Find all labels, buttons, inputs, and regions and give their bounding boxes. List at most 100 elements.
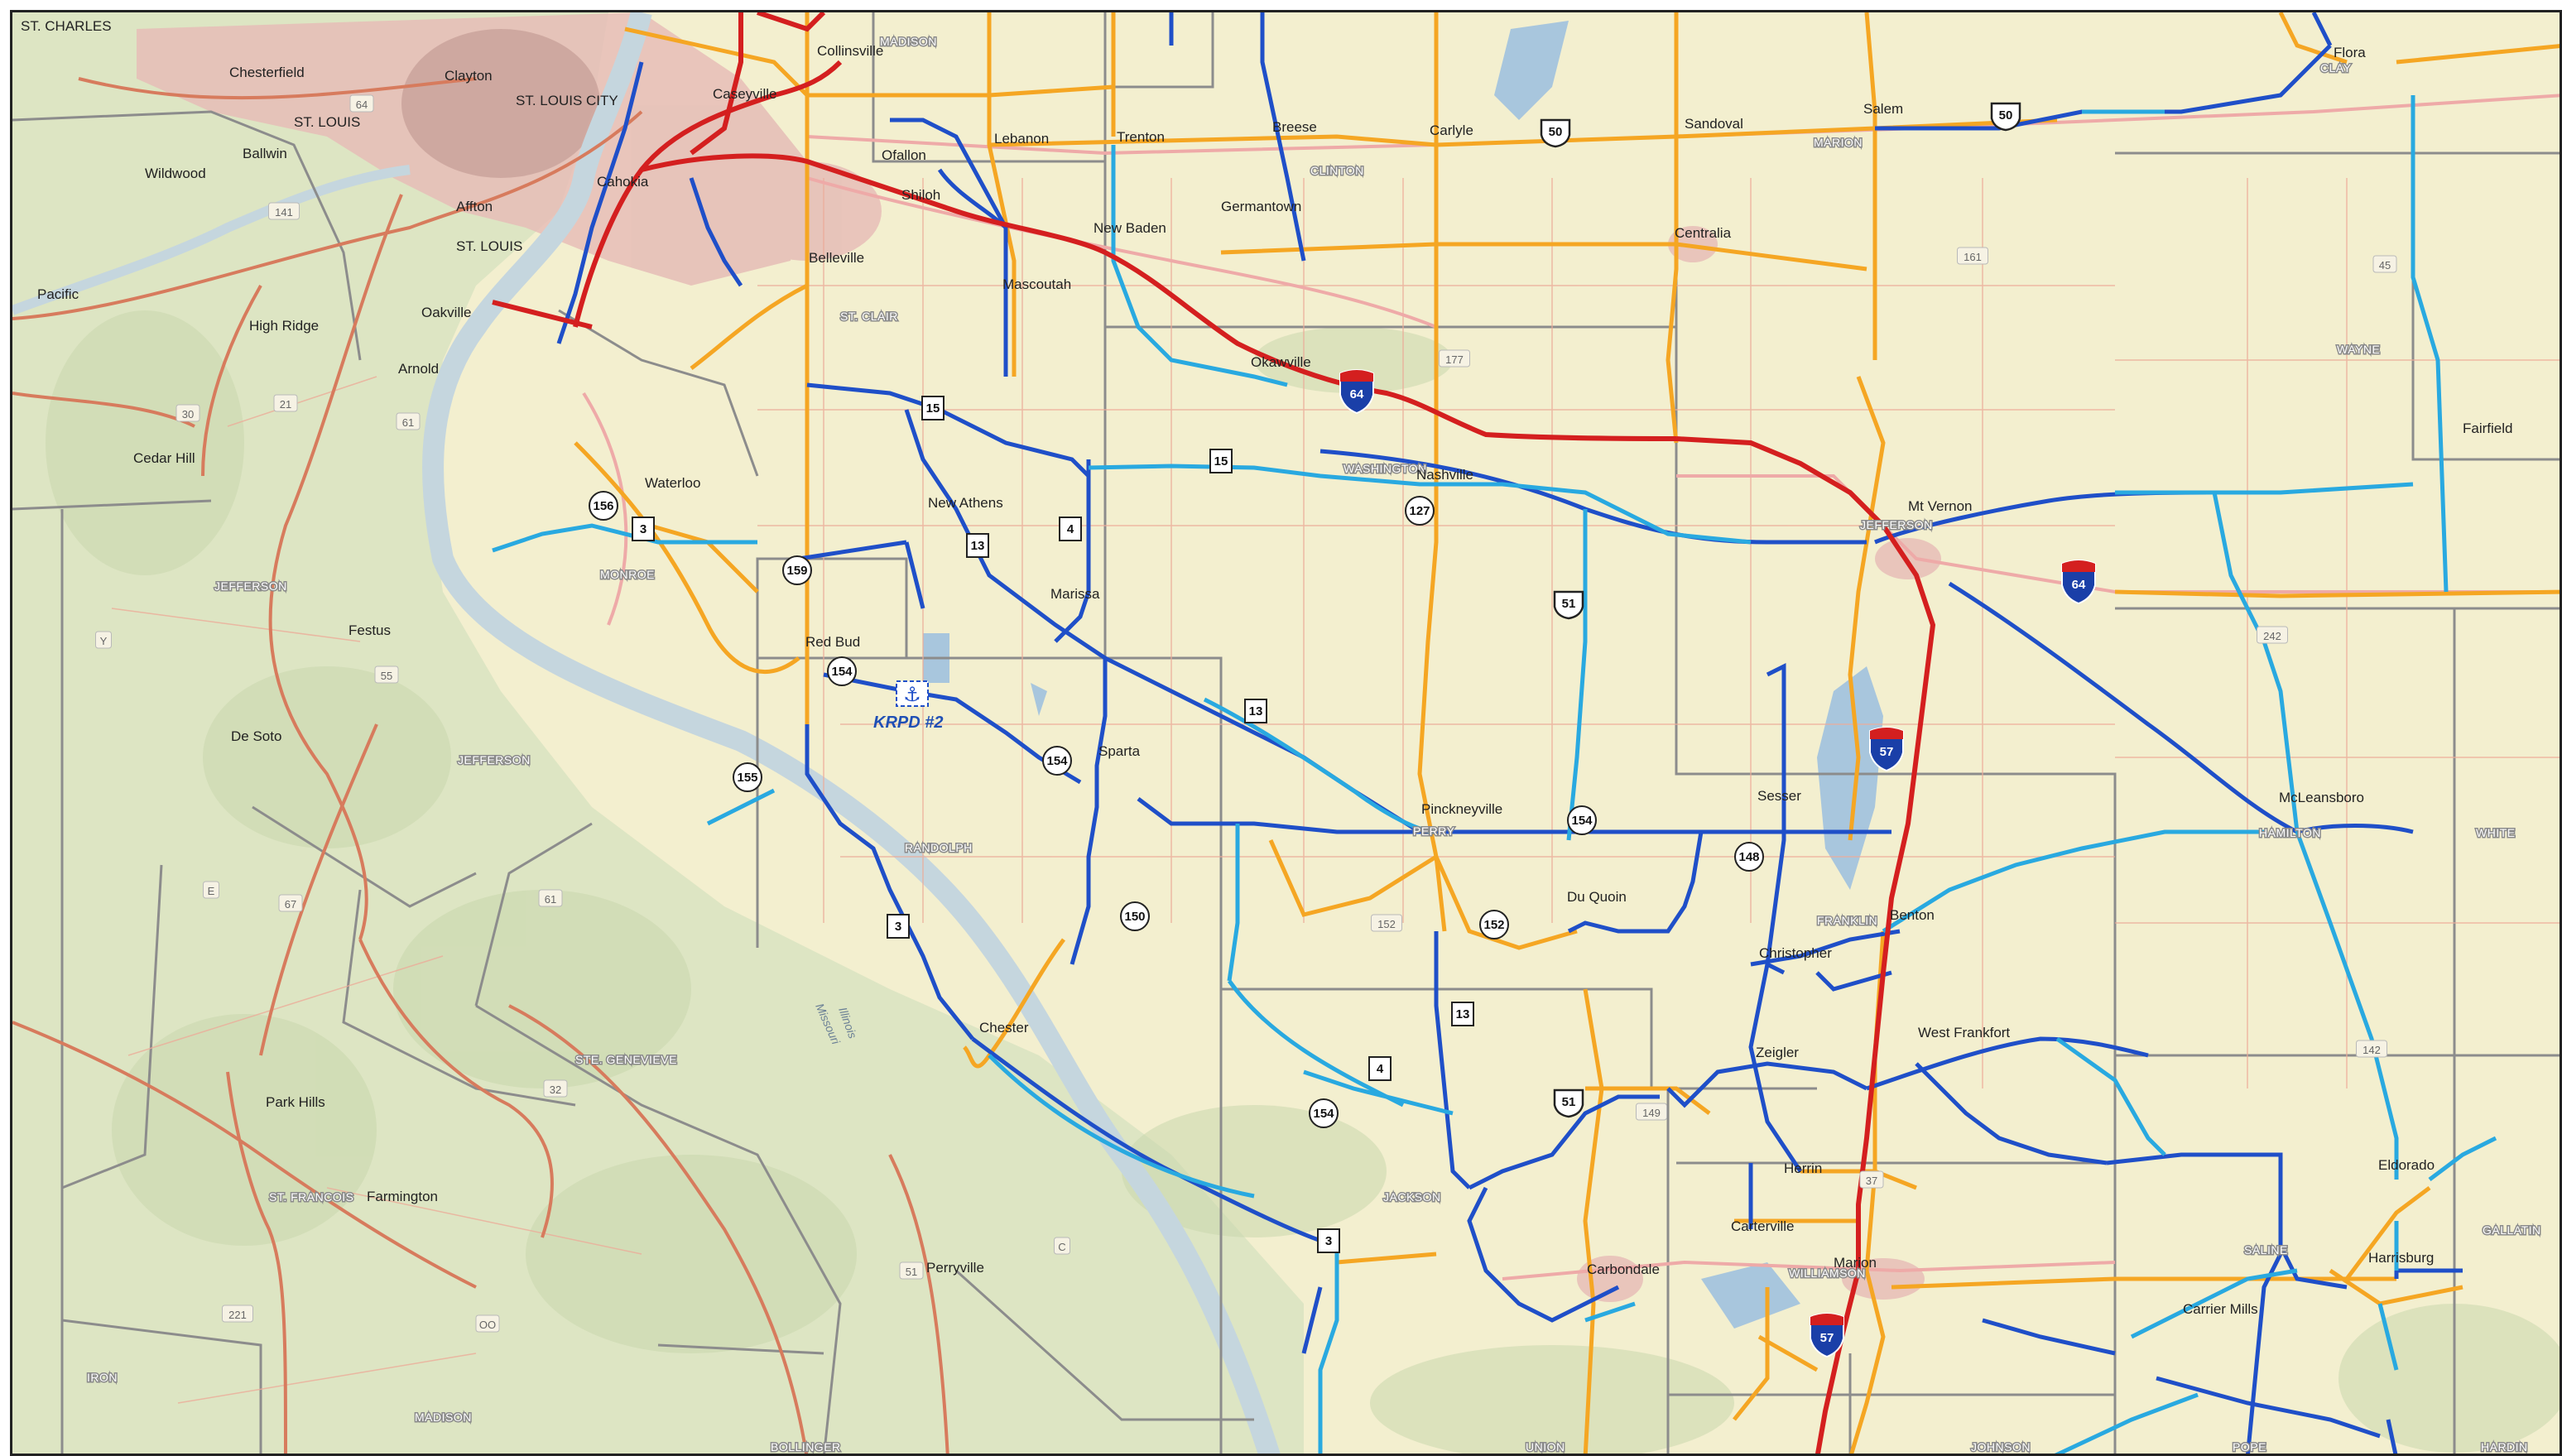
county-label-jackson: JACKSON [1383, 1190, 1441, 1204]
town-label-sesser: Sesser [1757, 788, 1801, 804]
svg-text:57: 57 [1820, 1331, 1834, 1345]
svg-text:154: 154 [831, 665, 853, 679]
route-shield-r154b: 154 [1042, 746, 1072, 776]
svg-text:E: E [208, 885, 215, 897]
svg-text:64: 64 [356, 99, 368, 111]
light-blue-routes [492, 95, 2497, 1454]
route-shield-r15a: 15 [921, 396, 945, 420]
base-road-label-b30: 30 [175, 404, 200, 422]
town-label-carterville: Carterville [1731, 1218, 1795, 1234]
svg-text:154: 154 [1046, 754, 1068, 768]
town-label-pinckneyville: Pinckneyville [1421, 801, 1502, 817]
county-label-marion-co: MARION [1814, 136, 1863, 149]
town-label-oakville: Oakville [421, 305, 471, 320]
town-label-arnold: Arnold [398, 361, 439, 377]
county-label-hamilton: HAMILTON [2259, 826, 2321, 839]
svg-text:OO: OO [479, 1319, 496, 1331]
county-label-wayne: WAYNE [2337, 343, 2380, 356]
town-label-st-louis-city: ST. LOUIS CITY [516, 93, 618, 108]
town-label-carlyle: Carlyle [1430, 123, 1473, 138]
town-label-mcleansboro: McLeansboro [2279, 790, 2364, 805]
base-road-label-b221: 221 [222, 1305, 253, 1323]
county-label-bollinger: BOLLINGER [771, 1440, 841, 1454]
svg-text:55: 55 [381, 670, 392, 682]
orange-routes [574, 12, 2560, 1454]
route-shield-r154d: 154 [1309, 1098, 1339, 1128]
town-label-mascoutah: Mascoutah [1002, 276, 1071, 292]
interstate-shield-i64b: 64 [2061, 560, 2096, 605]
svg-text:3: 3 [895, 920, 901, 934]
route-shield-r156: 156 [589, 491, 618, 521]
svg-text:15: 15 [926, 401, 940, 416]
base-road-label-bE: E [203, 881, 219, 899]
route-shield-r51b: 51 [1553, 1088, 1584, 1118]
terrain-shading [46, 310, 2560, 1454]
svg-text:37: 37 [1866, 1175, 1877, 1187]
county-label-union: UNION [1526, 1440, 1565, 1454]
svg-text:50: 50 [1549, 125, 1563, 139]
town-label-herrin: Herrin [1784, 1160, 1822, 1176]
base-road-label-b61: 61 [396, 412, 421, 430]
route-shield-r155: 155 [733, 762, 762, 792]
interstate-shield-i57a: 57 [1869, 727, 1904, 772]
route-shield-r3b: 3 [887, 914, 910, 939]
town-label-salem: Salem [1863, 101, 1903, 117]
route-shield-r154c: 154 [1567, 805, 1597, 835]
county-label-jefferson-mo: JEFFERSON [214, 579, 287, 593]
svg-text:64: 64 [1350, 387, 1364, 401]
svg-text:177: 177 [1445, 353, 1464, 366]
town-label-ofallon: Ofallon [882, 147, 926, 163]
base-road-label-b161: 161 [1957, 247, 1988, 265]
town-label-marissa: Marissa [1050, 586, 1100, 602]
svg-text:67: 67 [285, 898, 296, 911]
route-shields: 1563159151513415415515413127511541483150… [589, 102, 2021, 1253]
svg-text:3: 3 [640, 522, 647, 536]
county-label-franklin: FRANKLIN [1817, 914, 1877, 927]
town-label-carrier-mills: Carrier Mills [2183, 1301, 2258, 1317]
svg-text:15: 15 [1214, 454, 1228, 469]
interstate-shields: 64 64 57 57 [1339, 369, 2096, 1358]
town-label-st-charles: ST. CHARLES [21, 18, 112, 34]
town-label-ballwin: Ballwin [243, 146, 287, 161]
base-road-label-b51: 51 [899, 1261, 924, 1280]
route-shield-r13a: 13 [966, 533, 989, 558]
svg-text:32: 32 [550, 1084, 561, 1096]
route-shield-r4a: 4 [1059, 517, 1082, 541]
svg-text:159: 159 [786, 564, 807, 578]
town-label-zeigler: Zeigler [1756, 1045, 1799, 1060]
town-label-okawville: Okawville [1251, 354, 1311, 370]
route-shield-r150: 150 [1120, 901, 1150, 931]
county-label-madison: MADISON [880, 35, 937, 48]
county-label-madison-mo: MADISON [415, 1410, 472, 1424]
town-label-christopher: Christopher [1759, 945, 1832, 961]
route-shield-r148: 148 [1734, 842, 1764, 872]
svg-text:45: 45 [2379, 259, 2391, 271]
krpd-2-marker[interactable]: ⚓ KRPD #2 [873, 680, 943, 732]
svg-text:4: 4 [1377, 1062, 1384, 1076]
svg-text:64: 64 [2072, 578, 2086, 592]
town-label-chesterfield: Chesterfield [229, 65, 305, 80]
svg-text:142: 142 [2363, 1044, 2381, 1056]
county-boundaries [12, 12, 2560, 1454]
svg-text:148: 148 [1738, 850, 1759, 864]
county-label-williamson: WILLIAMSON [1789, 1266, 1866, 1280]
svg-text:13: 13 [1456, 1007, 1470, 1021]
svg-text:4: 4 [1067, 522, 1074, 536]
county-label-ste-genevieve: STE. GENEVIEVE [575, 1053, 677, 1066]
svg-text:51: 51 [1562, 1095, 1576, 1109]
base-road-label-b152: 152 [1371, 914, 1402, 932]
county-label-clay: CLAY [2320, 61, 2352, 74]
svg-text:242: 242 [2263, 630, 2281, 642]
county-label-gallatin: GALLATIN [2483, 1223, 2541, 1237]
base-road-label-b177: 177 [1439, 349, 1470, 368]
town-label-high-ridge: High Ridge [249, 318, 319, 334]
town-label-trenton: Trenton [1117, 129, 1165, 145]
base-road-label-b61b: 61 [538, 889, 563, 907]
missouri-side-river [12, 165, 411, 315]
town-label-casseyville: Caseyville [713, 86, 776, 102]
county-label-perry: PERRY [1413, 824, 1455, 838]
poi-box [896, 680, 929, 707]
